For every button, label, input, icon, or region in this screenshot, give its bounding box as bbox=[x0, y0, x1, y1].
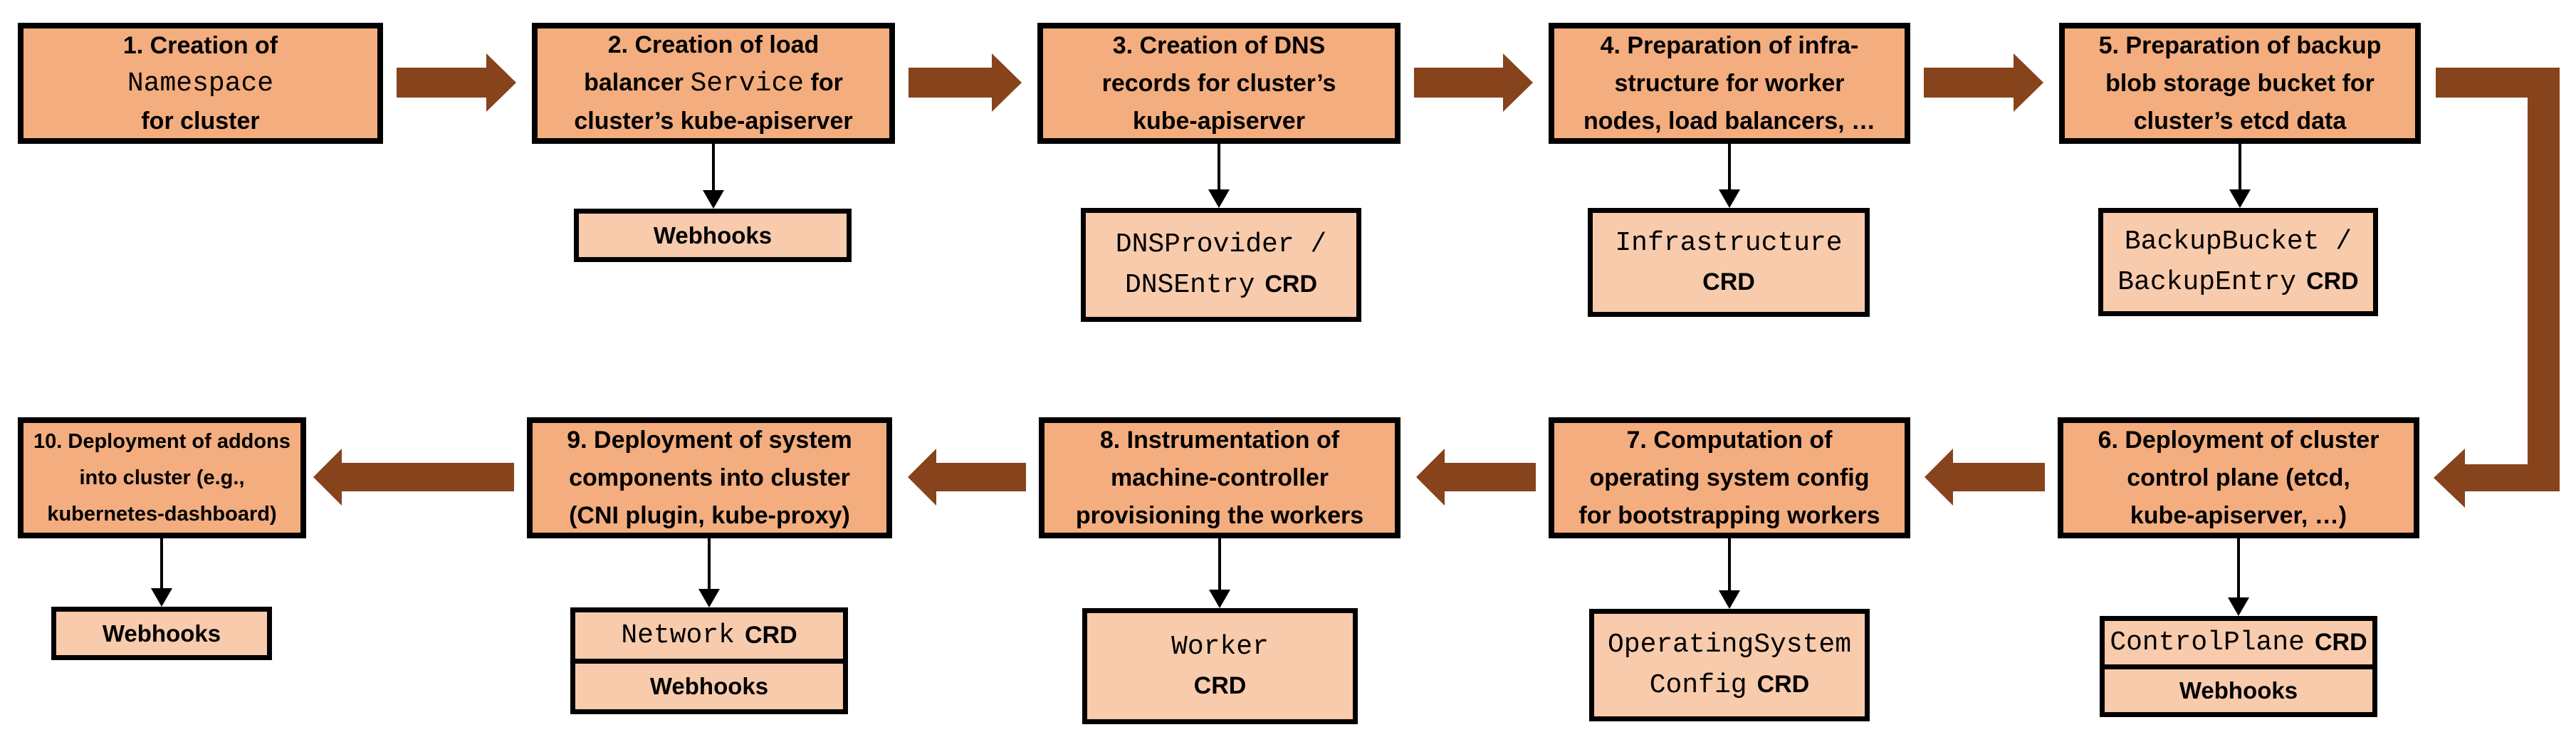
connector-step3-crd bbox=[1208, 144, 1230, 208]
webhooks-row-step-9: Webhooks bbox=[575, 658, 843, 710]
step-10-line-3: kubernetes-dashboard) bbox=[47, 502, 277, 526]
connector-step4-crd bbox=[1719, 144, 1740, 208]
webhooks-row-step-6: Webhooks bbox=[2105, 664, 2372, 713]
step-10-box: 10. Deployment of addons into cluster (e… bbox=[18, 417, 306, 538]
step-2-line-3: cluster’s kube-apiserver bbox=[574, 108, 853, 135]
step-3-line-1: 3. Creation of DNS bbox=[1112, 31, 1326, 59]
step-9-line-3: (CNI plugin, kube-proxy) bbox=[569, 501, 850, 529]
step-7-box: 7. Computation of operating system confi… bbox=[1549, 417, 1910, 538]
step-5-box: 5. Preparation of backup blob storage bu… bbox=[2059, 23, 2421, 144]
right-arrow-icon bbox=[2014, 53, 2043, 112]
right-arrow-icon bbox=[992, 53, 1022, 112]
step-8-box: 8. Instrumentation of machine-controller… bbox=[1039, 417, 1400, 538]
step-7-line-2: operating system config bbox=[1589, 464, 1870, 491]
step-10-line-1: 10. Deployment of addons bbox=[33, 429, 290, 453]
step-7-line-3: for bootstrapping workers bbox=[1578, 501, 1880, 529]
arrow-step4-to-step5 bbox=[1924, 53, 2043, 112]
connector-step2-webhooks bbox=[703, 144, 724, 209]
step-5-line-3: cluster’s etcd data bbox=[2133, 107, 2347, 135]
connector-step9-crd bbox=[698, 538, 720, 607]
step-2-box: 2. Creation of load balancer Service for… bbox=[532, 23, 895, 144]
down-arrow-icon bbox=[1208, 189, 1230, 208]
down-arrow-icon bbox=[703, 190, 724, 209]
step-2-line-1: 2. Creation of load bbox=[607, 31, 820, 58]
step-6-line-2: control plane (etcd, bbox=[2127, 464, 2350, 491]
arrow-step3-to-step4 bbox=[1414, 53, 1533, 112]
step-6-line-3: kube-apiserver, …) bbox=[2130, 501, 2347, 529]
connector-step8-crd bbox=[1209, 538, 1230, 608]
step-1-line-2: Namespace bbox=[127, 68, 274, 99]
step-2-line-2: balancer Service for bbox=[584, 68, 843, 99]
step-1-line-3: for cluster bbox=[141, 107, 260, 135]
step-9-line-2: components into cluster bbox=[569, 464, 850, 491]
infrastructure-crd-box: Infrastructure CRD bbox=[1588, 208, 1870, 317]
step-4-line-1: 4. Preparation of infra- bbox=[1600, 31, 1859, 59]
down-arrow-icon bbox=[151, 588, 172, 607]
right-arrow-icon bbox=[1503, 53, 1533, 112]
connector-step5-crd bbox=[2229, 144, 2251, 208]
step-10-line-2: into cluster (e.g., bbox=[79, 466, 245, 489]
arrow-step8-to-step9 bbox=[908, 449, 1026, 506]
connector-step6-crd bbox=[2228, 538, 2249, 616]
arrow-step9-to-step10 bbox=[313, 449, 514, 506]
arrow-step7-to-step8 bbox=[1416, 449, 1536, 506]
step-6-box: 6. Deployment of cluster control plane (… bbox=[2058, 417, 2419, 538]
step-9-box: 9. Deployment of system components into … bbox=[527, 417, 892, 538]
arrow-step1-to-step2 bbox=[397, 53, 516, 112]
down-arrow-icon bbox=[1209, 590, 1230, 608]
step-3-line-2: records for cluster’s bbox=[1101, 69, 1336, 97]
arrow-step5-to-step6-vertical-segment bbox=[2528, 68, 2560, 491]
arrow-step5-to-step6-bottom-segment bbox=[2465, 464, 2560, 491]
down-arrow-icon bbox=[698, 589, 720, 607]
right-arrow-icon bbox=[486, 53, 516, 112]
left-arrow-icon bbox=[908, 449, 936, 506]
step-8-line-3: provisioning the workers bbox=[1075, 501, 1364, 529]
step-6-line-1: 6. Deployment of cluster bbox=[2098, 426, 2379, 454]
step-5-line-2: blob storage bucket for bbox=[2105, 69, 2375, 97]
step-7-line-1: 7. Computation of bbox=[1626, 426, 1833, 454]
connector-step10-webhooks bbox=[151, 538, 172, 607]
arrow-step2-to-step3 bbox=[909, 53, 1022, 112]
left-arrow-icon bbox=[1416, 449, 1445, 506]
step-9-line-1: 9. Deployment of system bbox=[567, 426, 852, 454]
connector-step7-crd bbox=[1719, 538, 1740, 609]
step-1-box: 1. Creation of Namespace for cluster bbox=[18, 23, 383, 144]
down-arrow-icon bbox=[2229, 189, 2251, 208]
down-arrow-icon bbox=[1719, 590, 1740, 609]
step-4-line-2: structure for worker bbox=[1614, 69, 1845, 97]
left-arrow-icon bbox=[1925, 449, 1953, 506]
step-5-line-1: 5. Preparation of backup bbox=[2098, 31, 2382, 59]
step-4-line-3: nodes, load balancers, … bbox=[1583, 107, 1875, 135]
webhooks-box-step-10: Webhooks bbox=[51, 607, 272, 660]
left-arrow-icon bbox=[313, 449, 342, 506]
step-3-line-3: kube-apiserver bbox=[1133, 107, 1305, 135]
webhooks-box-step-2: Webhooks bbox=[574, 209, 852, 262]
step-8-line-2: machine-controller bbox=[1110, 464, 1329, 491]
worker-crd-box: Worker CRD bbox=[1082, 608, 1358, 724]
step-8-line-1: 8. Instrumentation of bbox=[1099, 426, 1340, 454]
down-arrow-icon bbox=[2228, 597, 2249, 616]
step-1-line-1: 1. Creation of bbox=[122, 31, 278, 59]
arrow-step6-to-step7 bbox=[1925, 449, 2045, 506]
down-arrow-icon bbox=[1719, 189, 1740, 208]
step-3-box: 3. Creation of DNS records for cluster’s… bbox=[1037, 23, 1400, 144]
step-4-box: 4. Preparation of infra- structure for w… bbox=[1549, 23, 1910, 144]
left-arrow-icon bbox=[2434, 449, 2465, 508]
